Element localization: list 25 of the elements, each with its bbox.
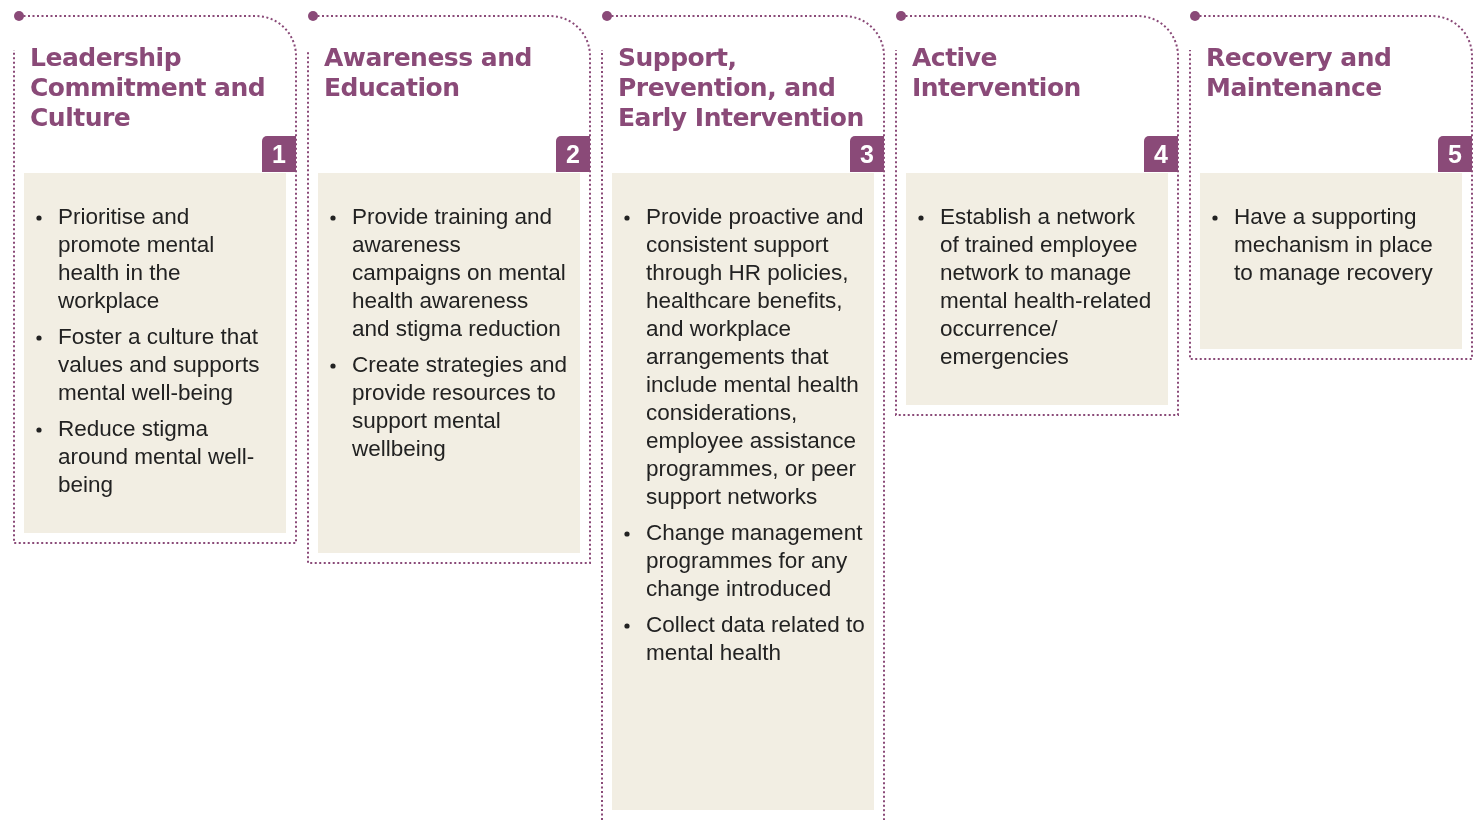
bullet-text: Provide training and awareness campaigns on mental health awareness and stigma reduction <box>352 204 566 341</box>
bullet-text: Collect data related to mental health <box>646 612 865 665</box>
bullet-text: Provide proactive and consistent support through HR policies, healthcare benefits, and workplace arrangements that include mental health considerations, employee assistance programmes, or peer support networks <box>646 204 864 509</box>
bullet-text: Reduce stigma around mental well-being <box>58 416 255 497</box>
step-number: 5 <box>1438 136 1472 172</box>
content-panel <box>906 173 1168 405</box>
content-panel <box>24 173 286 533</box>
step-heading: Awareness and Education <box>324 43 533 103</box>
bullet-text: Create strategies and provide resources to support mental wellbeing <box>352 352 568 461</box>
bullet-text: Foster a culture that values and supports mental well-being <box>58 324 260 405</box>
bullet-text: Establish a network of trained employee network to manage mental health-related occurrence/ emergencies <box>940 204 1152 369</box>
step-number: 3 <box>850 136 884 172</box>
step-heading: Recovery and Maintenance <box>1206 43 1393 103</box>
step-number: 4 <box>1144 136 1178 172</box>
step-number: 1 <box>262 136 296 172</box>
bullet-text: Have a supporting mechanism in place to manage recovery <box>1234 204 1433 285</box>
content-panel <box>612 173 874 810</box>
step-heading: Leadership Commitment and Culture <box>30 43 267 133</box>
step-heading: Active Intervention <box>912 43 1082 103</box>
bullet-text: Prioritise and promote mental health in the workplace <box>58 204 215 313</box>
bullet-text: Change management programmes for any change introduced <box>646 520 863 601</box>
step-number: 2 <box>556 136 590 172</box>
content-panel <box>1200 173 1462 349</box>
content-panel <box>318 173 580 553</box>
step-heading: Support, Prevention, and Early Intervention <box>618 43 865 133</box>
